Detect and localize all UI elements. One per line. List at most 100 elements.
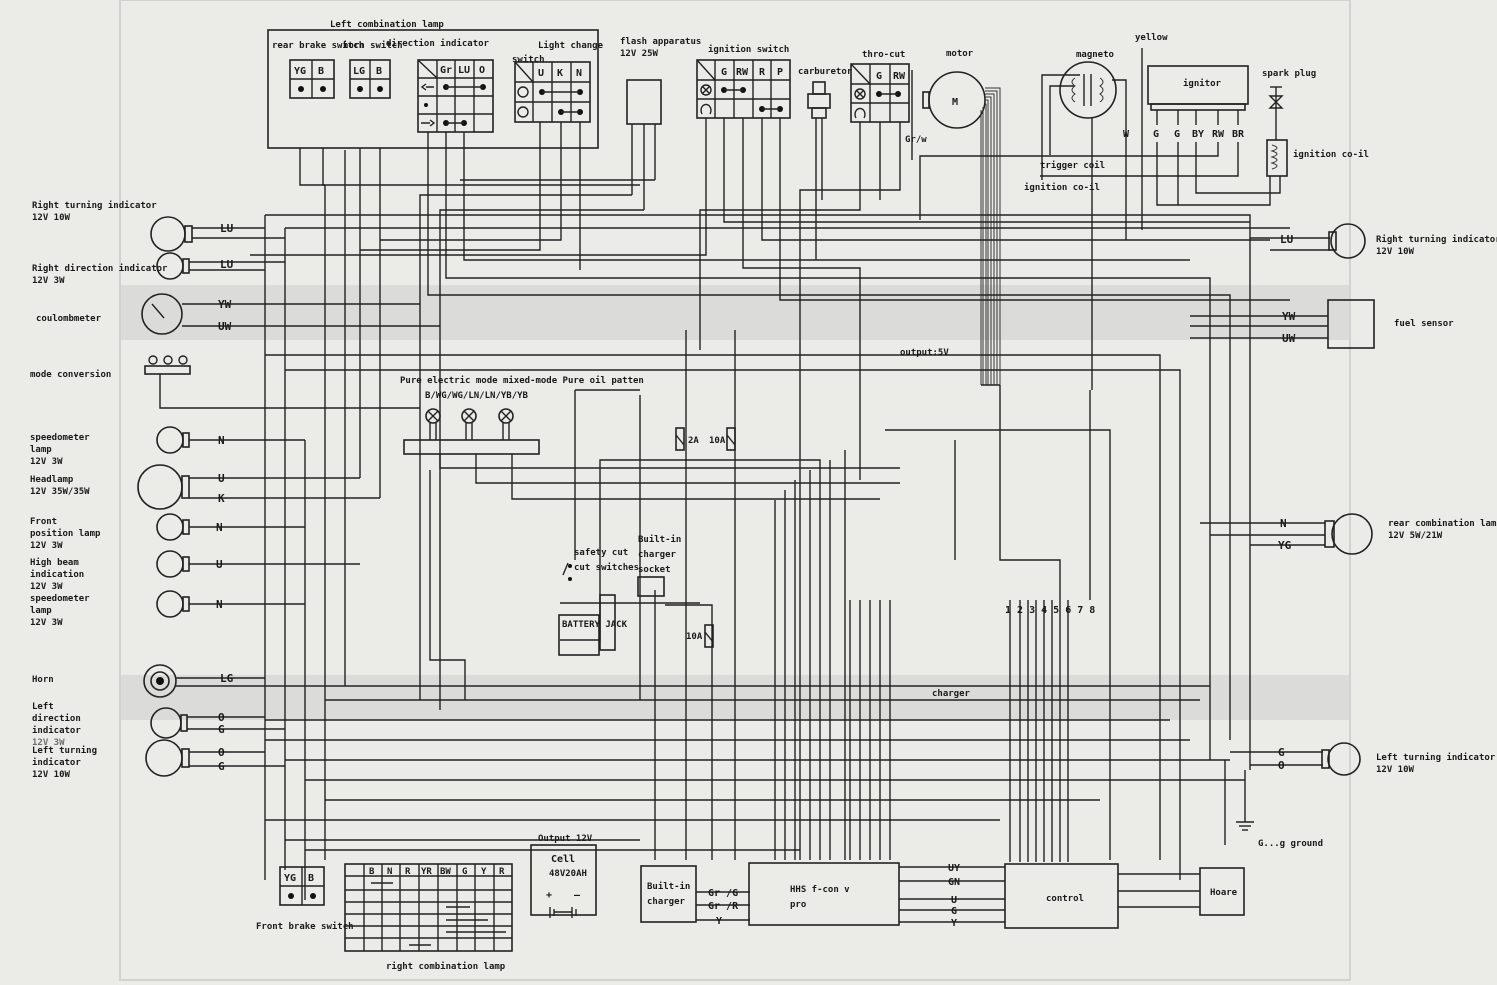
fuse-icon <box>704 624 714 648</box>
socket-label: socket <box>638 565 671 575</box>
left-combination-lamp-title: Left combination lamp <box>330 19 444 30</box>
fuse-label: 10A <box>709 436 726 446</box>
light-change-switch-label: Light change <box>538 40 604 51</box>
wire-label: LU <box>220 222 234 235</box>
charger-label: charger <box>647 897 686 907</box>
trigger-coil-label: trigger coil <box>1040 160 1105 171</box>
mode-lamps-label: Pure electric mode mixed-mode Pure oil p… <box>400 375 644 386</box>
component-label: Left turning <box>32 745 97 756</box>
pin-label: RW <box>893 71 906 82</box>
lamp-icon <box>517 86 529 98</box>
built-in-charger: Built-in charger Gr /G Gr /R Y <box>640 865 750 927</box>
fuel-sensor-box <box>1327 299 1375 349</box>
pin-label: LU <box>458 65 470 76</box>
component-label: Headlamp <box>30 475 74 485</box>
pin-label: B <box>369 867 375 877</box>
hhs-label: HHS f-con v <box>790 885 850 895</box>
pin-label: B <box>376 66 382 77</box>
wire-label: G <box>218 723 225 736</box>
component-label: rear combination lamp <box>1388 518 1497 529</box>
component-label: indicator <box>32 757 81 768</box>
left-combination-lamp: Left combination lamp rear brake switch … <box>267 19 604 149</box>
wire-label: O <box>1278 759 1285 772</box>
component-label: Left turning indicator <box>1376 752 1496 763</box>
wire-label: Gr /G <box>708 888 738 899</box>
ground-symbol: G...g ground <box>1236 770 1323 849</box>
ground-label: G...g ground <box>1258 839 1323 849</box>
wire-label: LU <box>1280 233 1294 246</box>
lamp-bulb-icon <box>1330 223 1366 259</box>
pin-label: R <box>499 867 505 877</box>
component-label: Left <box>32 702 54 712</box>
component-label: lamp <box>30 445 52 455</box>
flash-apparatus: flash apparatus 12V 25W <box>620 37 701 210</box>
front-brake-switch-label: Front brake switch <box>256 921 354 932</box>
pin-label: G <box>1153 129 1159 140</box>
wire-label: O <box>218 746 225 759</box>
safety-switch-label: safety cut <box>574 548 628 558</box>
yellow-wire-label: yellow <box>1135 33 1168 43</box>
pin-label: R <box>759 67 766 78</box>
safety-switch-label-2: cut switches <box>574 562 639 573</box>
component-label: direction <box>32 713 81 724</box>
horn-switch-label: horn switch <box>343 40 403 51</box>
pin-label: R <box>405 867 411 877</box>
wire-label: YG <box>1278 539 1292 552</box>
pin-label: YR <box>421 867 432 877</box>
component-label: Right turning indicator <box>32 200 157 211</box>
front-brake-switch: YG B Front brake switch <box>256 866 354 932</box>
lamp-bulb-icon <box>1327 742 1361 776</box>
connector-pins-label: 1 2 3 4 5 6 7 8 <box>1005 605 1095 616</box>
wire-label: YW <box>218 298 232 311</box>
wire-label: K <box>218 492 225 505</box>
battery-cell: Output 12V Cell 48V20AH + — <box>530 834 597 918</box>
pin-label: G <box>876 71 882 82</box>
wire-label: G <box>1278 746 1285 759</box>
control-label: control <box>1046 894 1084 904</box>
battery-icon <box>549 907 577 918</box>
pin-label: B <box>318 66 324 77</box>
pin-label: RW <box>1212 129 1225 140</box>
wire-label: UY <box>948 863 960 874</box>
wire-label: LG <box>220 672 234 685</box>
rear-brake-switch-label: rear brake switch <box>272 40 364 51</box>
wire-label: W <box>1123 129 1130 140</box>
wire-label: Y <box>716 916 722 927</box>
component-label: 12V 35W/35W <box>30 487 90 497</box>
wire-label: Y <box>951 918 957 929</box>
thro-cut-label: thro-cut <box>862 50 905 60</box>
component-label: speedometer <box>30 433 90 443</box>
wire-label: Gr/w <box>905 135 927 145</box>
ignition-switch: ignition switch G RW R P <box>696 44 791 119</box>
component-label: 12V 3W <box>32 276 65 286</box>
component-label: 12V 3W <box>30 618 63 628</box>
component-label: 12V 10W <box>32 770 71 780</box>
wire-label: UW <box>1282 332 1296 345</box>
component-label: lamp <box>30 606 52 616</box>
charger-label: Built-in <box>647 881 690 892</box>
component-label: 12V 3W <box>30 541 63 551</box>
hhs-label: pro <box>790 900 806 910</box>
right-components: LU Right turning indicator 12V 10W YW UW… <box>1190 223 1497 776</box>
wire-label: U <box>218 472 225 485</box>
lamp-icon <box>517 106 529 118</box>
cell-rating: 48V20AH <box>549 869 587 879</box>
pin-label: G <box>1174 129 1180 140</box>
light-change-switch-label-2: switch <box>512 54 545 65</box>
ignitor-label: ignitor <box>1183 78 1222 89</box>
cell-label: Cell <box>551 854 575 865</box>
component-label: indicator <box>32 725 81 736</box>
wire-label: U <box>951 895 957 906</box>
minus-sign: — <box>574 890 581 901</box>
arrow-right-icon <box>421 119 436 127</box>
socket-label: charger <box>638 550 677 560</box>
flash-apparatus-rating: 12V 25W <box>620 49 659 59</box>
fuse-icon <box>726 427 736 451</box>
wire-label: O <box>218 711 225 724</box>
direction-indicator-label: direction indicator <box>386 38 490 49</box>
safety-cut-switch: safety cut cut switches <box>562 548 639 581</box>
component-label: Right direction indicator <box>32 263 168 274</box>
motor-label: motor <box>946 49 974 59</box>
lamp-cross-icon <box>498 408 514 424</box>
